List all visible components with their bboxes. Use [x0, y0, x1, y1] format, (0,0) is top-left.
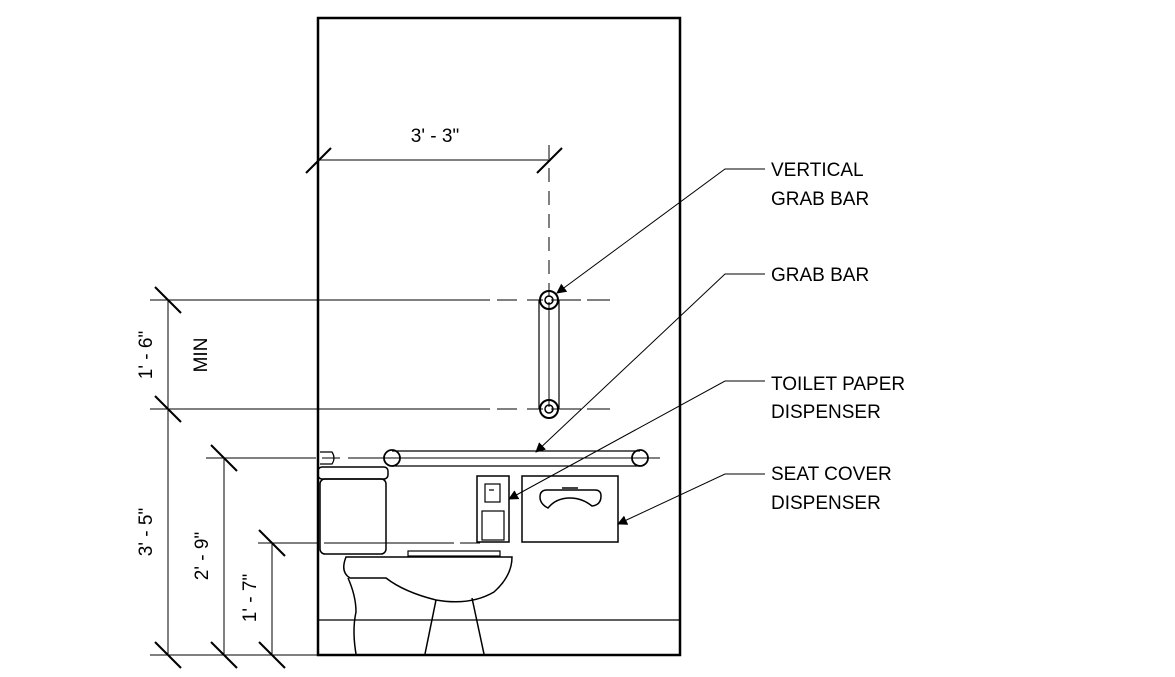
left-dimension-1-6: 1' - 6" MIN — [136, 286, 212, 423]
toilet-paper-dispenser — [476, 475, 510, 543]
toilet-tank — [317, 451, 389, 555]
top-dimension: 3' - 3" — [305, 126, 563, 300]
vertical-grab-bar — [538, 290, 560, 419]
callout-seat-cover-line1: SEAT COVER — [771, 464, 892, 485]
toilet-bowl — [343, 550, 513, 655]
leader-lines — [508, 168, 765, 525]
callout-seat-cover-line2: DISPENSER — [771, 493, 881, 514]
dimension-3-5-text: 3' - 5" — [136, 508, 157, 556]
callout-vertical-grab-bar: VERTICAL GRAB BAR — [771, 160, 869, 210]
left-dimension-3-5: 3' - 5" — [136, 409, 318, 669]
extension-lines — [150, 299, 660, 544]
left-dimension-2-9: 2' - 9" — [192, 444, 238, 669]
callout-seat-cover-dispenser: SEAT COVER DISPENSER — [771, 464, 892, 514]
callout-vertical-grab-bar-line2: GRAB BAR — [771, 189, 869, 210]
top-dimension-text: 3' - 3" — [411, 126, 459, 147]
dimension-2-9-text: 2' - 9" — [192, 532, 213, 580]
left-dimension-1-7: 1' - 7" — [240, 529, 286, 669]
callout-grab-bar: GRAB BAR — [771, 265, 869, 286]
wall-outline — [316, 16, 682, 657]
dimension-1-6-text: 1' - 6" — [136, 331, 157, 379]
callout-toilet-paper-line2: DISPENSER — [771, 402, 881, 423]
min-note: MIN — [191, 338, 212, 373]
dimension-1-7-text: 1' - 7" — [240, 574, 261, 622]
callout-vertical-grab-bar-line1: VERTICAL — [771, 160, 864, 181]
seat-cover-dispenser — [521, 475, 619, 543]
callout-toilet-paper-dispenser: TOILET PAPER DISPENSER — [771, 374, 905, 423]
callout-toilet-paper-line1: TOILET PAPER — [771, 374, 905, 395]
callout-grab-bar-line1: GRAB BAR — [771, 265, 869, 286]
